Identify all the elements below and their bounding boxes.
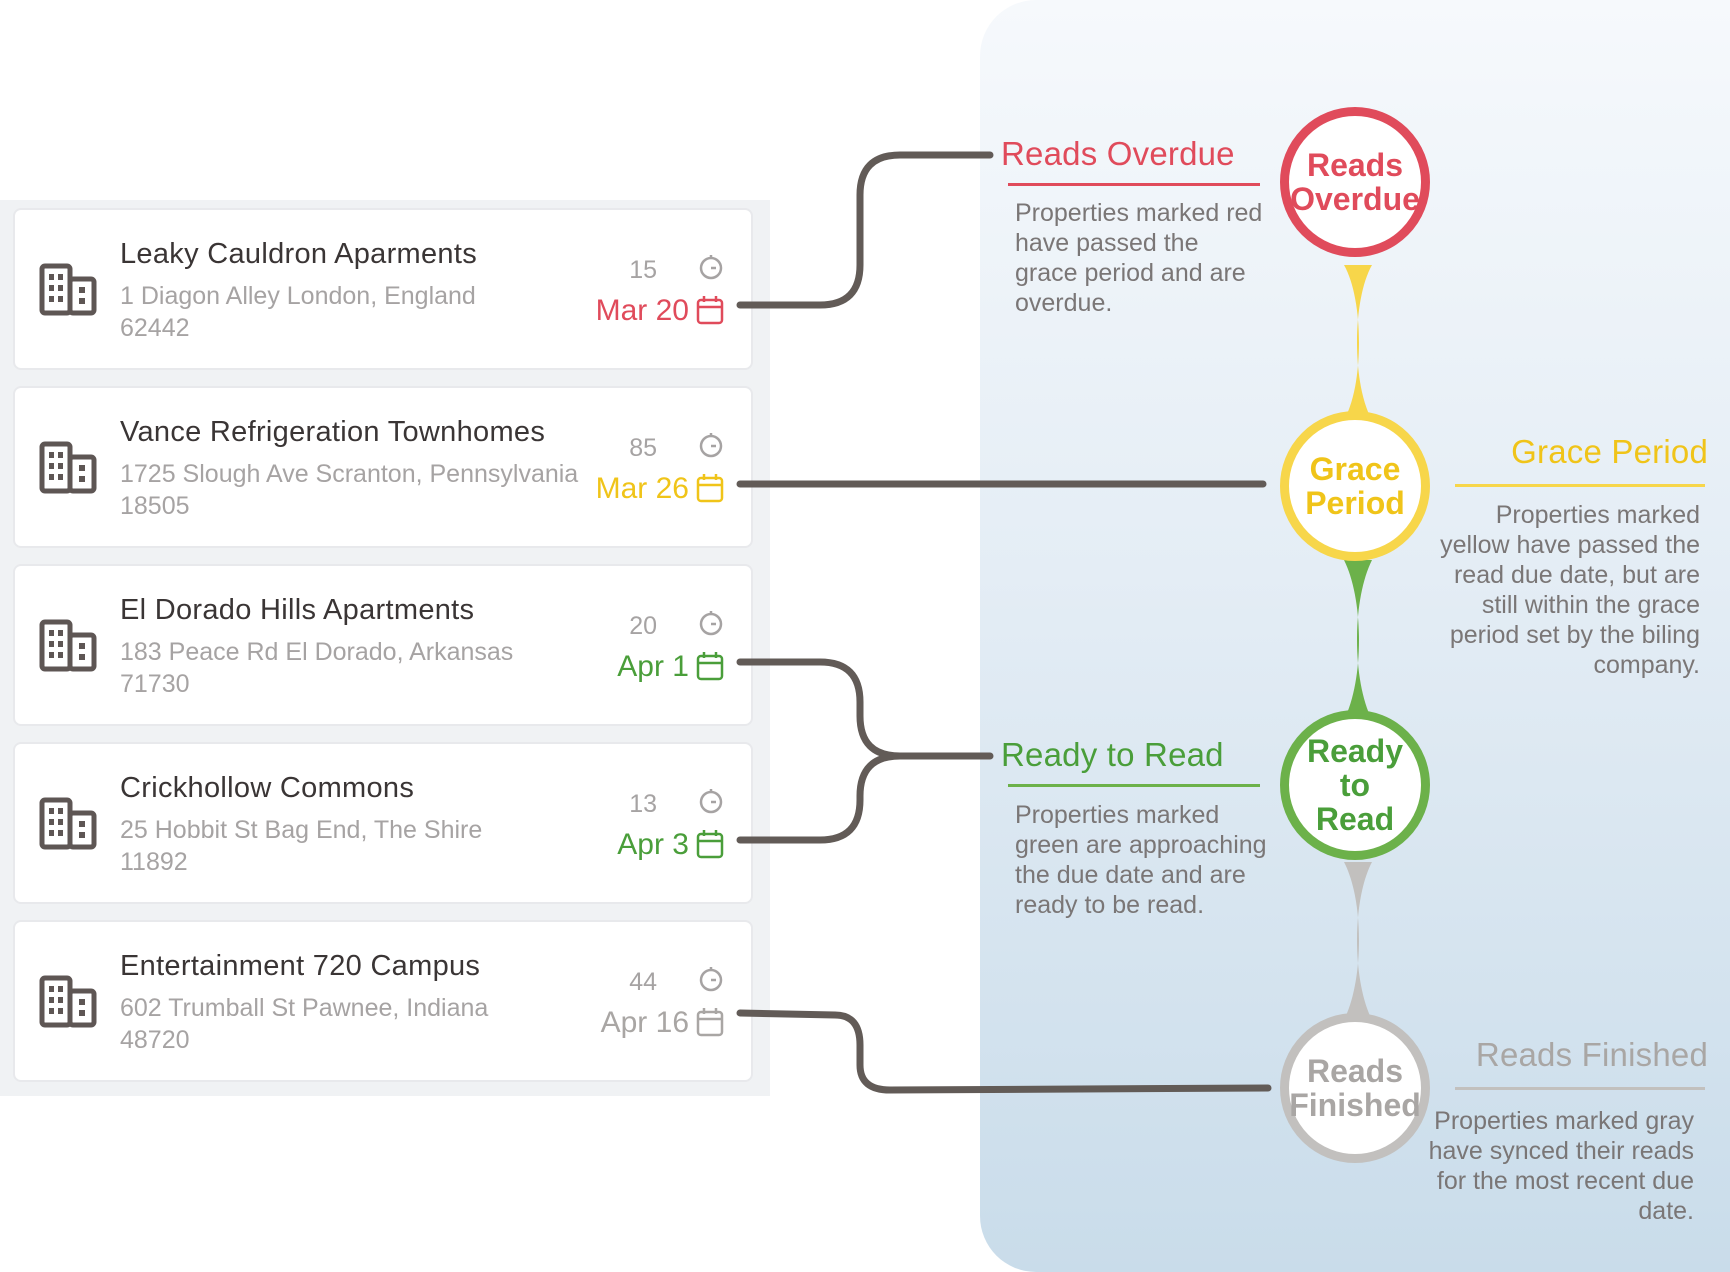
property-address: 1725 Slough Ave Scranton, Pennsylvania [120, 460, 579, 488]
property-zip: 18505 [120, 492, 190, 520]
building-icon [39, 263, 97, 316]
connector-ready-1 [736, 658, 994, 760]
due-date: Mar 26 [595, 472, 689, 505]
status-description-ready: Properties marked green are approaching … [1015, 801, 1267, 919]
meter-count: 13 [629, 790, 657, 818]
due-date: Apr 3 [617, 828, 689, 861]
clock-icon [699, 433, 723, 458]
property-name: Vance Refrigeration Townhomes [120, 416, 546, 448]
property-card-crickhollow-commons[interactable]: Crickhollow Commons 25 Hobbit St Bag End… [13, 742, 753, 904]
bubble-line: Reads [1306, 1053, 1404, 1089]
property-address: 25 Hobbit St Bag End, The Shire [120, 816, 483, 844]
property-name: El Dorado Hills Apartments [120, 594, 475, 626]
property-name: Entertainment 720 Campus [120, 950, 481, 982]
property-list: Leaky Cauldron Aparments 1 Diagon Alley … [0, 200, 770, 1096]
building-icon [39, 619, 97, 672]
property-card-el-dorado-hills[interactable]: El Dorado Hills Apartments 183 Peace Rd … [13, 564, 753, 726]
status-rule-overdue [1008, 183, 1260, 186]
building-icon [39, 797, 97, 850]
bubble-line: Grace [1309, 451, 1401, 487]
property-zip: 48720 [120, 1026, 190, 1054]
bubble-line: Overdue [1290, 181, 1420, 217]
calendar-icon [696, 296, 724, 325]
bubble-line: Finished [1289, 1087, 1421, 1123]
bubble-line: Read [1315, 801, 1395, 837]
property-address: 602 Trumball St Pawnee, Indiana [120, 994, 489, 1022]
property-card-entertainment-720[interactable]: Entertainment 720 Campus 602 Trumball St… [13, 920, 753, 1082]
property-name: Leaky Cauldron Aparments [120, 238, 478, 270]
due-date: Apr 16 [600, 1006, 689, 1039]
status-title-overdue: Reads Overdue [1001, 135, 1235, 172]
calendar-icon [696, 830, 724, 859]
status-rule-ready [1008, 784, 1260, 787]
status-rule-grace [1455, 484, 1705, 487]
status-rule-finished [1455, 1087, 1705, 1090]
property-address: 183 Peace Rd El Dorado, Arkansas [120, 638, 514, 666]
status-description-grace: Properties marked yellow have passed the… [1440, 501, 1700, 679]
due-date: Mar 20 [595, 294, 689, 327]
bubble-line: Ready [1306, 733, 1404, 769]
calendar-icon [696, 1008, 724, 1037]
clock-icon [699, 967, 723, 992]
calendar-icon [696, 652, 724, 681]
due-date: Apr 1 [617, 650, 689, 683]
clock-icon [699, 611, 723, 636]
property-zip: 62442 [120, 314, 190, 342]
meter-count: 20 [629, 612, 657, 640]
property-address: 1 Diagon Alley London, England [120, 282, 476, 310]
bubble-line: Reads [1306, 147, 1404, 183]
building-icon [39, 441, 97, 494]
building-icon [39, 975, 97, 1028]
property-card-leaky-cauldron[interactable]: Leaky Cauldron Aparments 1 Diagon Alley … [13, 208, 753, 370]
bubble-line: Period [1305, 485, 1405, 521]
bubble-line: to [1339, 767, 1371, 803]
connector-overdue [736, 151, 994, 309]
property-card-vance-refrigeration[interactable]: Vance Refrigeration Townhomes 1725 Sloug… [13, 386, 753, 548]
meter-count: 15 [629, 256, 657, 284]
property-name: Crickhollow Commons [120, 772, 415, 804]
property-zip: 11892 [120, 848, 188, 876]
calendar-icon [696, 474, 724, 503]
status-title-finished: Reads Finished [1475, 1036, 1708, 1073]
status-description-finished: Properties marked gray have synced their… [1428, 1107, 1694, 1225]
status-description-overdue: Properties marked red have passed the gr… [1015, 199, 1263, 317]
status-title-ready: Ready to Read [1001, 736, 1224, 773]
meter-count: 85 [629, 434, 657, 462]
status-title-grace: Grace Period [1511, 433, 1708, 470]
property-zip: 71730 [120, 670, 190, 698]
clock-icon [699, 789, 723, 814]
meter-count: 44 [629, 968, 657, 996]
clock-icon [699, 255, 723, 280]
